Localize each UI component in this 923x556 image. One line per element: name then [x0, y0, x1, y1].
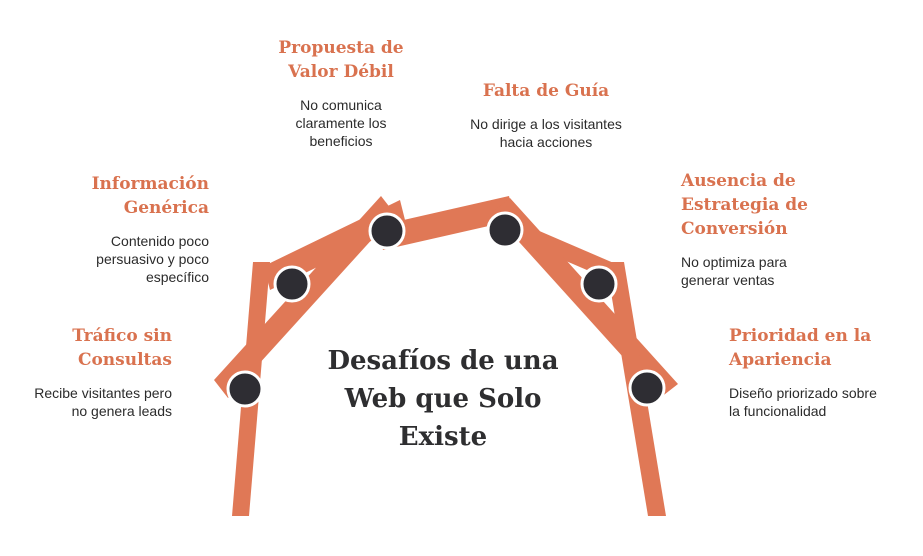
arch-node [486, 211, 524, 249]
arch-node [368, 212, 406, 250]
arch-node [273, 265, 311, 303]
item-title: Ausencia de Estrategia de Conversión [681, 171, 809, 239]
item-description: Recibe visitantes pero no genera leads [34, 385, 172, 419]
arch-node [580, 265, 618, 303]
item-propuesta: Propuesta de Valor Débil No comunica cla… [241, 36, 441, 150]
item-description: No dirige a los visitantes hacia accione… [470, 116, 622, 150]
item-description: No comunica claramente los beneficios [295, 97, 387, 149]
item-prioridad: Prioridad en la Apariencia Diseño priori… [729, 324, 919, 420]
item-ausencia: Ausencia de Estrategia de Conversión No … [681, 169, 901, 289]
item-description: Contenido poco persuasivo y poco específ… [96, 233, 209, 285]
arch-node [226, 370, 264, 408]
item-description: No optimiza para generar ventas [681, 254, 787, 288]
item-falta-guia: Falta de Guía No dirige a los visitantes… [436, 79, 656, 151]
item-title: Propuesta de Valor Débil [278, 38, 404, 82]
arch-beam [377, 196, 515, 250]
item-title: Información Genérica [91, 174, 209, 218]
arch-node [628, 369, 666, 407]
item-title: Prioridad en la Apariencia [729, 326, 872, 370]
item-informacion: Información Genérica Contenido poco pers… [9, 172, 209, 286]
item-description: Diseño priorizado sobre la funcionalidad [729, 385, 877, 419]
item-title: Falta de Guía [482, 81, 610, 101]
item-trafico: Tráfico sin Consultas Recibe visitantes … [0, 324, 172, 420]
item-title: Tráfico sin Consultas [72, 326, 172, 370]
diagram-title: Desafíos de una Web que Solo Existe [327, 346, 559, 452]
